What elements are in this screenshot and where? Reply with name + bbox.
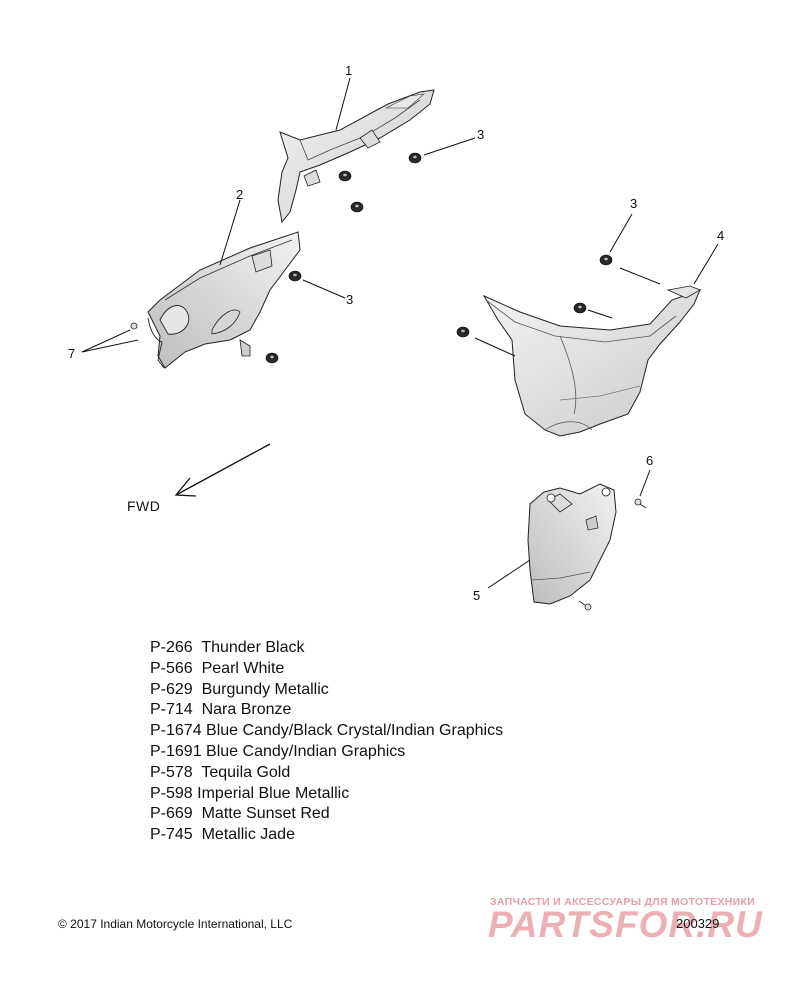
watermark-tagline: ЗАПЧАСТИ И АКСЕССУАРЫ ДЛЯ МОТОТЕХНИКИ — [490, 896, 756, 908]
callout-4: 4 — [717, 228, 725, 243]
forward-arrow-icon — [174, 443, 271, 497]
callout-6: 6 — [646, 453, 654, 468]
paint-code-item: P-745 Metallic Jade — [150, 825, 503, 846]
grommet-icon — [288, 270, 302, 282]
grommet-icon — [573, 302, 587, 314]
paint-name: Pearl White — [201, 659, 285, 677]
grommet-icon — [408, 152, 422, 164]
paint-name: Blue Candy/Black Crystal/Indian Graphics — [206, 722, 504, 740]
paint-name: Tequila Gold — [201, 763, 291, 781]
grommet-group — [265, 152, 613, 364]
screw-group — [130, 322, 647, 611]
watermark-logo-icon: PARTSFOR.RU — [488, 904, 763, 945]
paint-code-item: P-669 Matte Sunset Red — [150, 804, 503, 825]
paint-name: Blue Candy/Indian Graphics — [206, 742, 406, 760]
part-4-side-cover-right — [482, 285, 701, 437]
grommet-icon — [338, 170, 352, 182]
paint-code: P-714 — [150, 701, 193, 719]
paint-name: Matte Sunset Red — [201, 805, 330, 823]
paint-code-item: P-266 Thunder Black — [150, 638, 503, 659]
paint-code: P-578 — [150, 763, 193, 781]
paint-name: Burgundy Metallic — [201, 680, 329, 698]
paint-name: Imperial Blue Metallic — [197, 784, 350, 802]
paint-code: P-629 — [150, 680, 193, 698]
callout-5: 5 — [473, 588, 481, 603]
callout-7: 7 — [68, 346, 76, 361]
paint-code-item: P-714 Nara Bronze — [150, 700, 503, 721]
grommet-icon — [599, 254, 613, 266]
callout-3-upper: 3 — [477, 127, 485, 142]
paint-code-item: P-598 Imperial Blue Metallic — [150, 784, 503, 805]
paint-code-item: P-1691 Blue Candy/Indian Graphics — [150, 742, 503, 763]
svg-text:PARTSFOR.RU: PARTSFOR.RU — [488, 904, 763, 945]
callout-2: 2 — [236, 187, 244, 202]
callout-3-right: 3 — [630, 196, 638, 211]
callout-3-middle: 3 — [346, 292, 354, 307]
paint-name: Thunder Black — [201, 639, 305, 656]
paint-code-item: P-566 Pearl White — [150, 659, 503, 680]
callout-1: 1 — [345, 63, 353, 78]
grommet-icon — [350, 201, 364, 213]
paint-code: P-598 — [150, 784, 193, 802]
screw-icon — [130, 322, 138, 330]
paint-code-item: P-578 Tequila Gold — [150, 763, 503, 784]
forward-direction-label: FWD — [127, 498, 161, 514]
paint-code: P-1674 — [150, 722, 202, 740]
document-number: 200329 — [676, 916, 720, 931]
paint-name: Metallic Jade — [201, 826, 295, 844]
copyright-notice: © 2017 Indian Motorcycle International, … — [58, 917, 293, 931]
paint-code: P-669 — [150, 805, 193, 823]
screw-icon — [578, 600, 592, 611]
grommet-icon — [456, 326, 470, 338]
grommet-icon — [265, 352, 279, 364]
part-1-side-cover — [277, 89, 435, 224]
screw-icon — [634, 498, 647, 509]
paint-code: P-745 — [150, 826, 193, 844]
part-5-lower-cover — [527, 483, 617, 605]
paint-name: Nara Bronze — [201, 701, 292, 719]
paint-code: P-566 — [150, 659, 193, 677]
leader-lines — [81, 77, 719, 589]
part-2-side-cover-vented — [147, 231, 301, 369]
paint-code-item: P-629 Burgundy Metallic — [150, 680, 503, 701]
paint-code-list: P-266 Thunder Black P-566 Pearl White P-… — [150, 638, 503, 846]
paint-code-item: P-1674 Blue Candy/Black Crystal/Indian G… — [150, 721, 503, 742]
paint-code: P-1691 — [150, 742, 202, 760]
paint-code: P-266 — [150, 639, 193, 656]
